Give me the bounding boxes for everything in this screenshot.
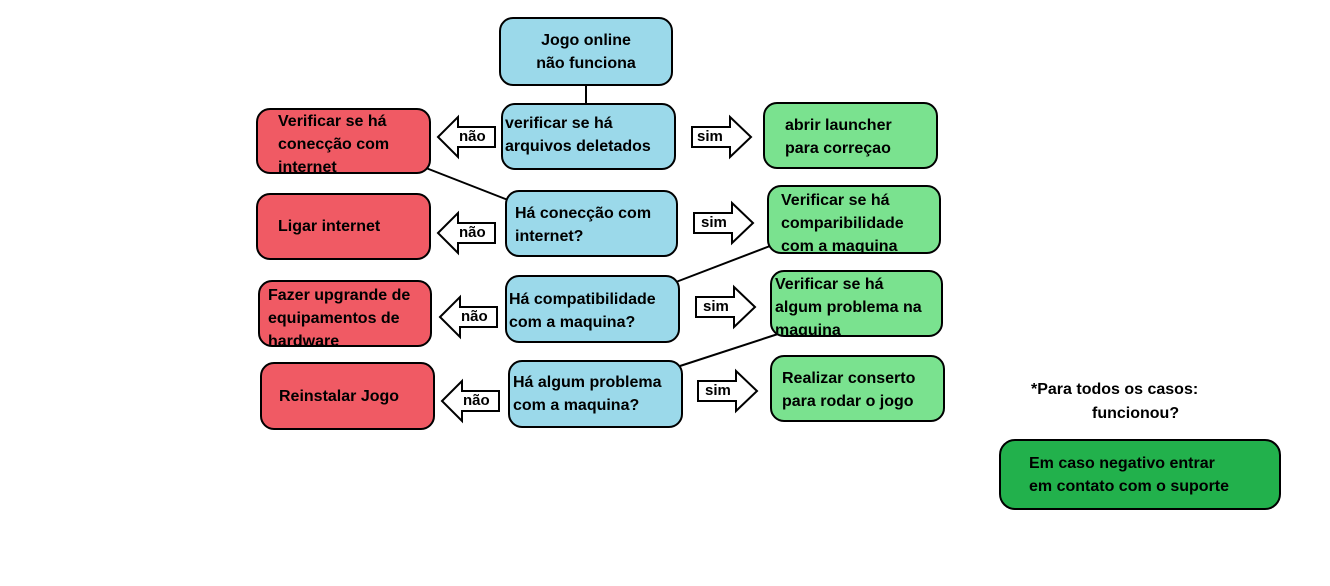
support-box: Em caso negativo entrar em contato com o… bbox=[999, 439, 1281, 510]
yes-arrow-3: sim bbox=[694, 284, 758, 330]
yes-label: sim bbox=[697, 128, 723, 145]
no-arrow-1: não bbox=[436, 114, 498, 160]
yes-arrow-2: sim bbox=[692, 200, 756, 246]
yes-action-check-compatibility: Verificar se há comparibilidade com a ma… bbox=[767, 185, 941, 254]
yes-label: sim bbox=[703, 298, 729, 315]
yes-label: sim bbox=[705, 382, 731, 399]
left-arrow-icon bbox=[436, 114, 496, 160]
yes-action-repair: Realizar conserto para rodar o jogo bbox=[770, 355, 945, 422]
right-arrow-icon bbox=[695, 284, 757, 330]
yes-arrow-1: sim bbox=[690, 114, 754, 160]
right-arrow-icon bbox=[697, 368, 759, 414]
connector-yes2-to-q3 bbox=[675, 245, 771, 283]
no-label: não bbox=[461, 308, 488, 325]
question-box-compatibility: Há compatibilidade com a maquina? bbox=[505, 275, 680, 343]
no-arrow-4: não bbox=[440, 378, 502, 424]
left-arrow-icon bbox=[438, 294, 498, 340]
yes-label: sim bbox=[701, 214, 727, 231]
yes-arrow-4: sim bbox=[696, 368, 760, 414]
no-arrow-2: não bbox=[436, 210, 498, 256]
question-box-internet: Há conecção com internet? bbox=[505, 190, 678, 257]
question-box-deleted-files: verificar se há arquivos deletados bbox=[501, 103, 676, 170]
right-arrow-icon bbox=[693, 200, 755, 246]
no-action-reinstall-game: Reinstalar Jogo bbox=[260, 362, 435, 430]
no-label: não bbox=[463, 392, 490, 409]
no-arrow-3: não bbox=[438, 294, 500, 340]
left-arrow-icon bbox=[436, 210, 496, 256]
yes-action-open-launcher: abrir launcher para correçao bbox=[763, 102, 938, 169]
right-arrow-icon bbox=[691, 114, 753, 160]
start-box: Jogo online não funciona bbox=[499, 17, 673, 86]
yes-action-check-machine-problem: Verificar se há algum problema na maquin… bbox=[770, 270, 943, 337]
note-line-2: funcionou? bbox=[1092, 405, 1180, 422]
no-action-hardware-upgrade: Fazer upgrande de equipamentos de hardwa… bbox=[258, 280, 432, 347]
connector-yes3-to-q4 bbox=[679, 333, 779, 367]
left-arrow-icon bbox=[440, 378, 500, 424]
no-action-turn-on-internet: Ligar internet bbox=[256, 193, 431, 260]
no-label: não bbox=[459, 224, 486, 241]
note-line-1: *Para todos os casos: bbox=[1031, 381, 1199, 398]
no-action-check-internet: Verificar se há conecção com internet bbox=[256, 108, 431, 174]
no-label: não bbox=[459, 128, 486, 145]
question-box-machine-problem: Há algum problema com a maquina? bbox=[508, 360, 683, 428]
connector-no1-to-q2 bbox=[425, 167, 509, 201]
